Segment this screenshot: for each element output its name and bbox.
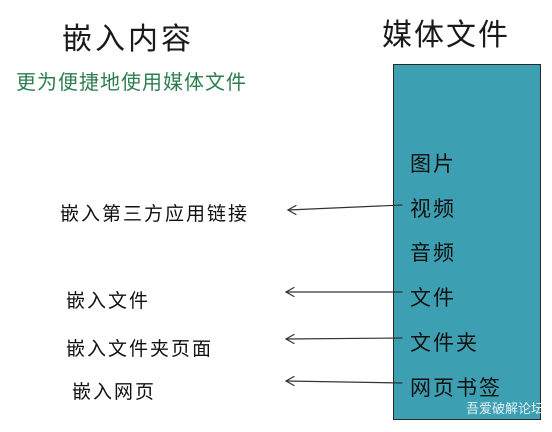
embed-item-file: 嵌入文件	[66, 290, 151, 312]
media-item-audio: 音频	[410, 241, 456, 265]
media-files-title: 媒体文件	[382, 18, 510, 53]
arrow-folder-to-embed-folder-page	[284, 333, 403, 345]
arrow-video-to-third-party-link	[286, 204, 403, 216]
embed-item-third-party-link: 嵌入第三方应用链接	[60, 203, 250, 225]
media-item-images: 图片	[410, 152, 456, 176]
embed-item-webpage: 嵌入网页	[72, 381, 157, 403]
media-files-box	[393, 64, 541, 420]
media-item-folder: 文件夹	[410, 331, 479, 355]
watermark: 吾爱破解论坛	[466, 402, 545, 417]
embed-content-title: 嵌入内容	[62, 22, 194, 57]
arrow-file-to-embed-file	[284, 286, 403, 298]
media-item-video: 视频	[410, 197, 456, 221]
media-item-file: 文件	[410, 286, 456, 310]
embed-item-folder-page: 嵌入文件夹页面	[66, 338, 214, 360]
subtitle: 更为便捷地使用媒体文件	[16, 70, 247, 94]
arrow-bookmark-to-embed-webpage	[284, 375, 403, 387]
media-item-web-bookmark: 网页书签	[410, 376, 502, 400]
